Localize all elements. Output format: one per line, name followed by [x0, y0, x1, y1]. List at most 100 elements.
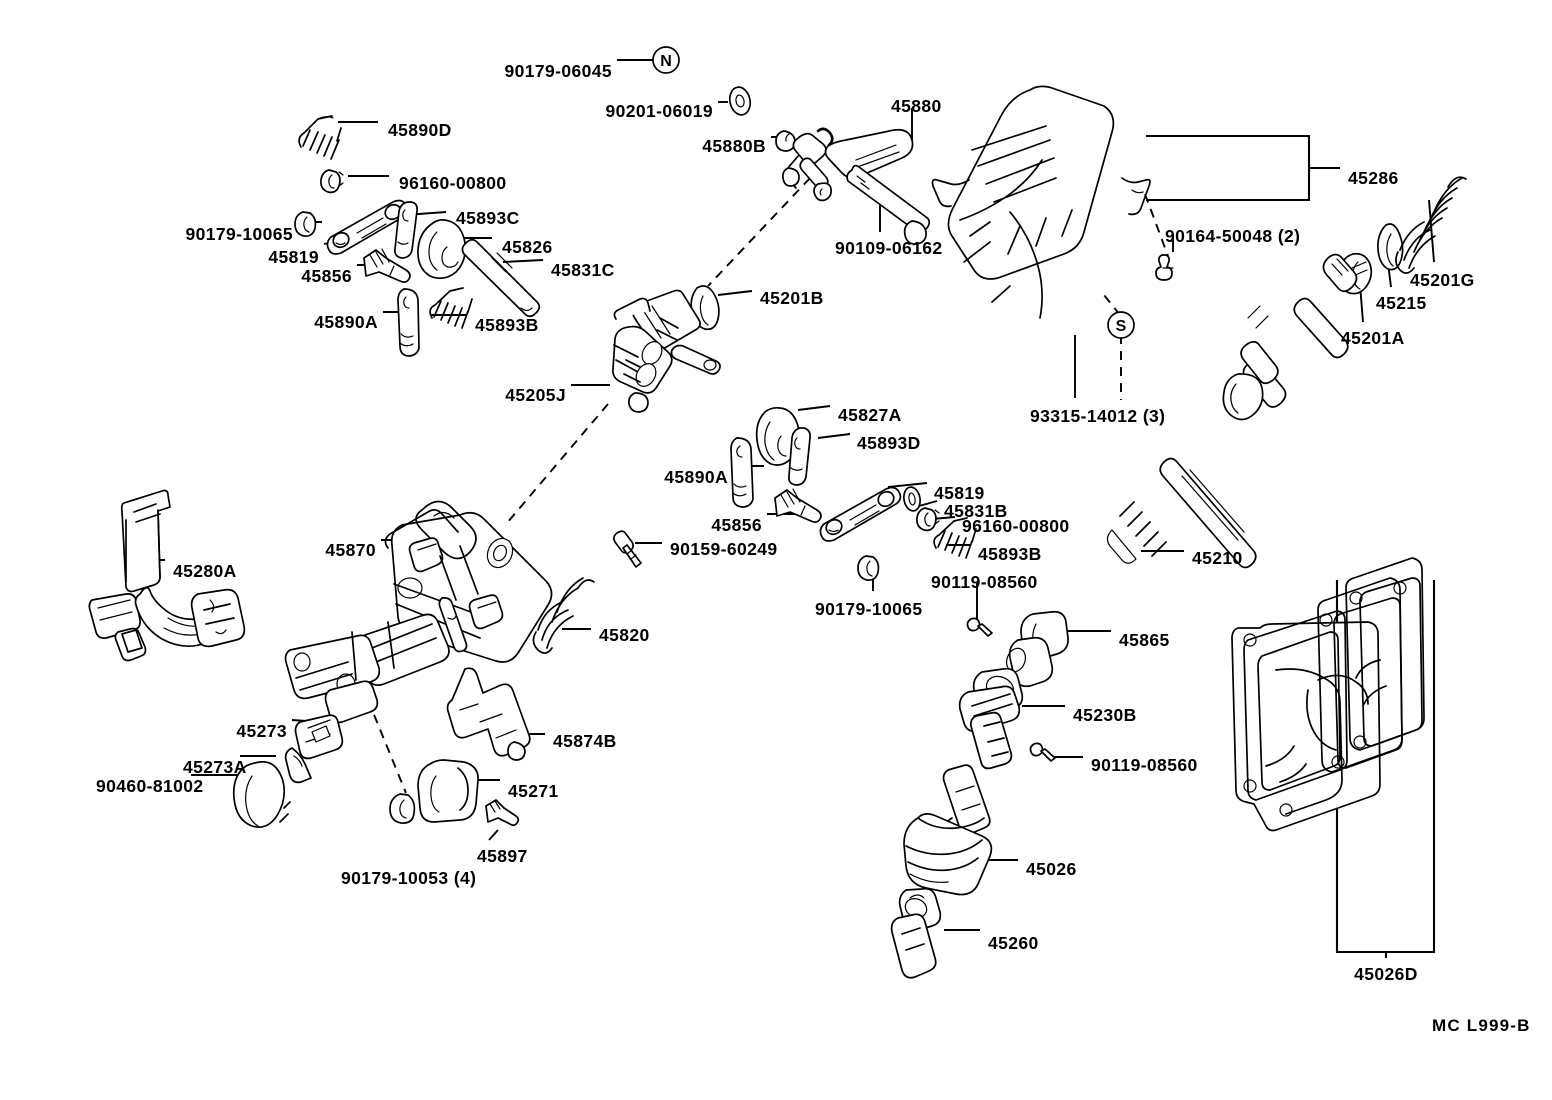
part-label-45890A-top: 45890A: [314, 312, 378, 332]
part-45893B-spring-mid: [933, 517, 977, 559]
part-label-45819b: 45819: [934, 483, 985, 503]
part-45893D-clip: [788, 427, 811, 486]
part-45880B-knob: [775, 130, 796, 152]
part-label-45273A: 45273A: [183, 757, 247, 777]
part-label-45201G: 45201G: [1410, 270, 1475, 290]
part-45026D-gasket-stack: [1231, 557, 1425, 832]
part-45260-lower-joint: [890, 887, 942, 979]
part-label-90119-08560b: 90119-08560: [1091, 755, 1198, 775]
part-45890A-lever-mid: [730, 437, 754, 508]
part-label-45280A: 45280A: [173, 561, 237, 581]
part-label-45271: 45271: [508, 781, 559, 801]
part-96160-00800-mid: [916, 507, 940, 532]
part-label-45874B: 45874B: [553, 731, 617, 751]
part-label-90201-06019: 90201-06019: [605, 101, 713, 121]
part-label-45215: 45215: [1376, 293, 1427, 313]
part-label-96160-00800b: 96160-00800: [962, 516, 1070, 536]
part-45273-clip: [294, 714, 344, 760]
part-45273A-band: [232, 747, 312, 828]
part-45890A-lever-top: [397, 288, 420, 357]
part-label-45026: 45026: [1026, 859, 1077, 879]
part-90201-06019-washer: [728, 86, 752, 116]
part-45820-spring: [532, 577, 595, 654]
part-label-45880B: 45880B: [702, 136, 766, 156]
part-label-45286: 45286: [1348, 168, 1399, 188]
part-45870-column-housing: [284, 500, 553, 724]
part-label-90119-08560a: 90119-08560: [931, 572, 1038, 592]
circled-markers: N S: [652, 46, 1135, 339]
part-45210-main-shaft: [1106, 253, 1358, 569]
part-label-45260: 45260: [988, 933, 1039, 953]
part-label-45831C: 45831C: [551, 260, 615, 280]
part-45890D-spring: [298, 115, 342, 160]
part-label-45230B: 45230B: [1073, 705, 1137, 725]
part-45826-cam: [417, 219, 467, 280]
part-label-45831B: 45831B: [944, 501, 1008, 521]
part-label-90109-06162: 90109-06162: [835, 238, 943, 258]
part-label-90159-60249: 90159-60249: [670, 539, 778, 559]
marker-n-glyph: N: [660, 53, 672, 70]
part-45230B-universal-joint: [942, 636, 1054, 836]
part-45215-ring: [1377, 223, 1404, 271]
part-label-93315-14012: 93315-14012 (3): [1030, 406, 1166, 426]
part-label-90179-10065a: 90179-10065: [185, 224, 293, 244]
part-label-90460-81002: 90460-81002: [96, 776, 204, 796]
part-45819-link-mid: [819, 486, 902, 542]
part-90119-08560-upper: [966, 617, 993, 637]
part-label-45893C: 45893C: [456, 208, 520, 228]
part-label-45890D: 45890D: [388, 120, 452, 140]
part-45874B-strip: [446, 667, 531, 761]
part-label-45893B-mid: 45893B: [978, 544, 1042, 564]
marker-s-glyph: S: [1116, 318, 1127, 335]
part-90159-60249-bolt: [613, 530, 642, 568]
part-45893B-spring-top: [429, 287, 473, 329]
part-label-45205J: 45205J: [505, 385, 566, 405]
part-45897-clip: [485, 799, 520, 827]
leader-lines: [130, 59, 1435, 931]
part-label-45870: 45870: [325, 540, 376, 560]
part-label-45819a: 45819: [268, 247, 319, 267]
part-label-45827A: 45827A: [838, 405, 902, 425]
part-label-90164-50048: 90164-50048 (2): [1165, 226, 1301, 246]
part-label-45820: 45820: [599, 625, 650, 645]
part-label-45026D: 45026D: [1354, 964, 1418, 984]
part-90179-10065-mid: [857, 555, 880, 581]
part-label-45856a: 45856: [301, 266, 352, 286]
part-label-90179-10065b: 90179-10065: [815, 599, 923, 619]
part-45880-tilt-lever: [782, 127, 914, 202]
part-90109-06162-bolt: [846, 164, 931, 245]
part-label-45273: 45273: [236, 721, 287, 741]
part-label-45897: 45897: [477, 846, 528, 866]
part-label-45890A-mid: 45890A: [664, 467, 728, 487]
part-label-90179-06045: 90179-06045: [504, 61, 612, 81]
part-label-45201A: 45201A: [1341, 328, 1405, 348]
part-90179-10053-nut: [389, 793, 416, 824]
part-label-45865: 45865: [1119, 630, 1170, 650]
part-90119-08560-lower: [1029, 742, 1056, 762]
part-label-45880: 45880: [891, 96, 942, 116]
part-45201G-spring: [1395, 176, 1467, 274]
part-45856-bolt-top: [363, 248, 411, 283]
part-90164-50048-clip: [1155, 254, 1174, 281]
part-45286-column-cover: [931, 85, 1151, 319]
part-45831B-washer: [903, 486, 921, 512]
part-45280A-lower-bracket: [88, 489, 246, 662]
drawing-footer-code: MC L999-B: [1432, 1016, 1531, 1035]
part-label-45893B-top: 45893B: [475, 315, 539, 335]
part-label-96160-00800a: 96160-00800: [399, 173, 507, 193]
part-45205J-bracket: [612, 289, 721, 413]
part-96160-00800-top: [320, 169, 344, 194]
part-label-45893D: 45893D: [857, 433, 921, 453]
part-45271-cover: [417, 759, 479, 823]
part-label-90179-10053: 90179-10053 (4): [341, 868, 477, 888]
part-label-45826: 45826: [502, 237, 553, 257]
part-45893C-clip: [394, 201, 418, 259]
part-label-45201B: 45201B: [760, 288, 824, 308]
part-label-45856b: 45856: [711, 515, 762, 535]
part-label-45210: 45210: [1192, 548, 1243, 568]
part-45856-bolt-mid: [774, 488, 822, 523]
part-45026-boot: [903, 813, 993, 896]
part-90179-10065-top: [294, 211, 317, 237]
